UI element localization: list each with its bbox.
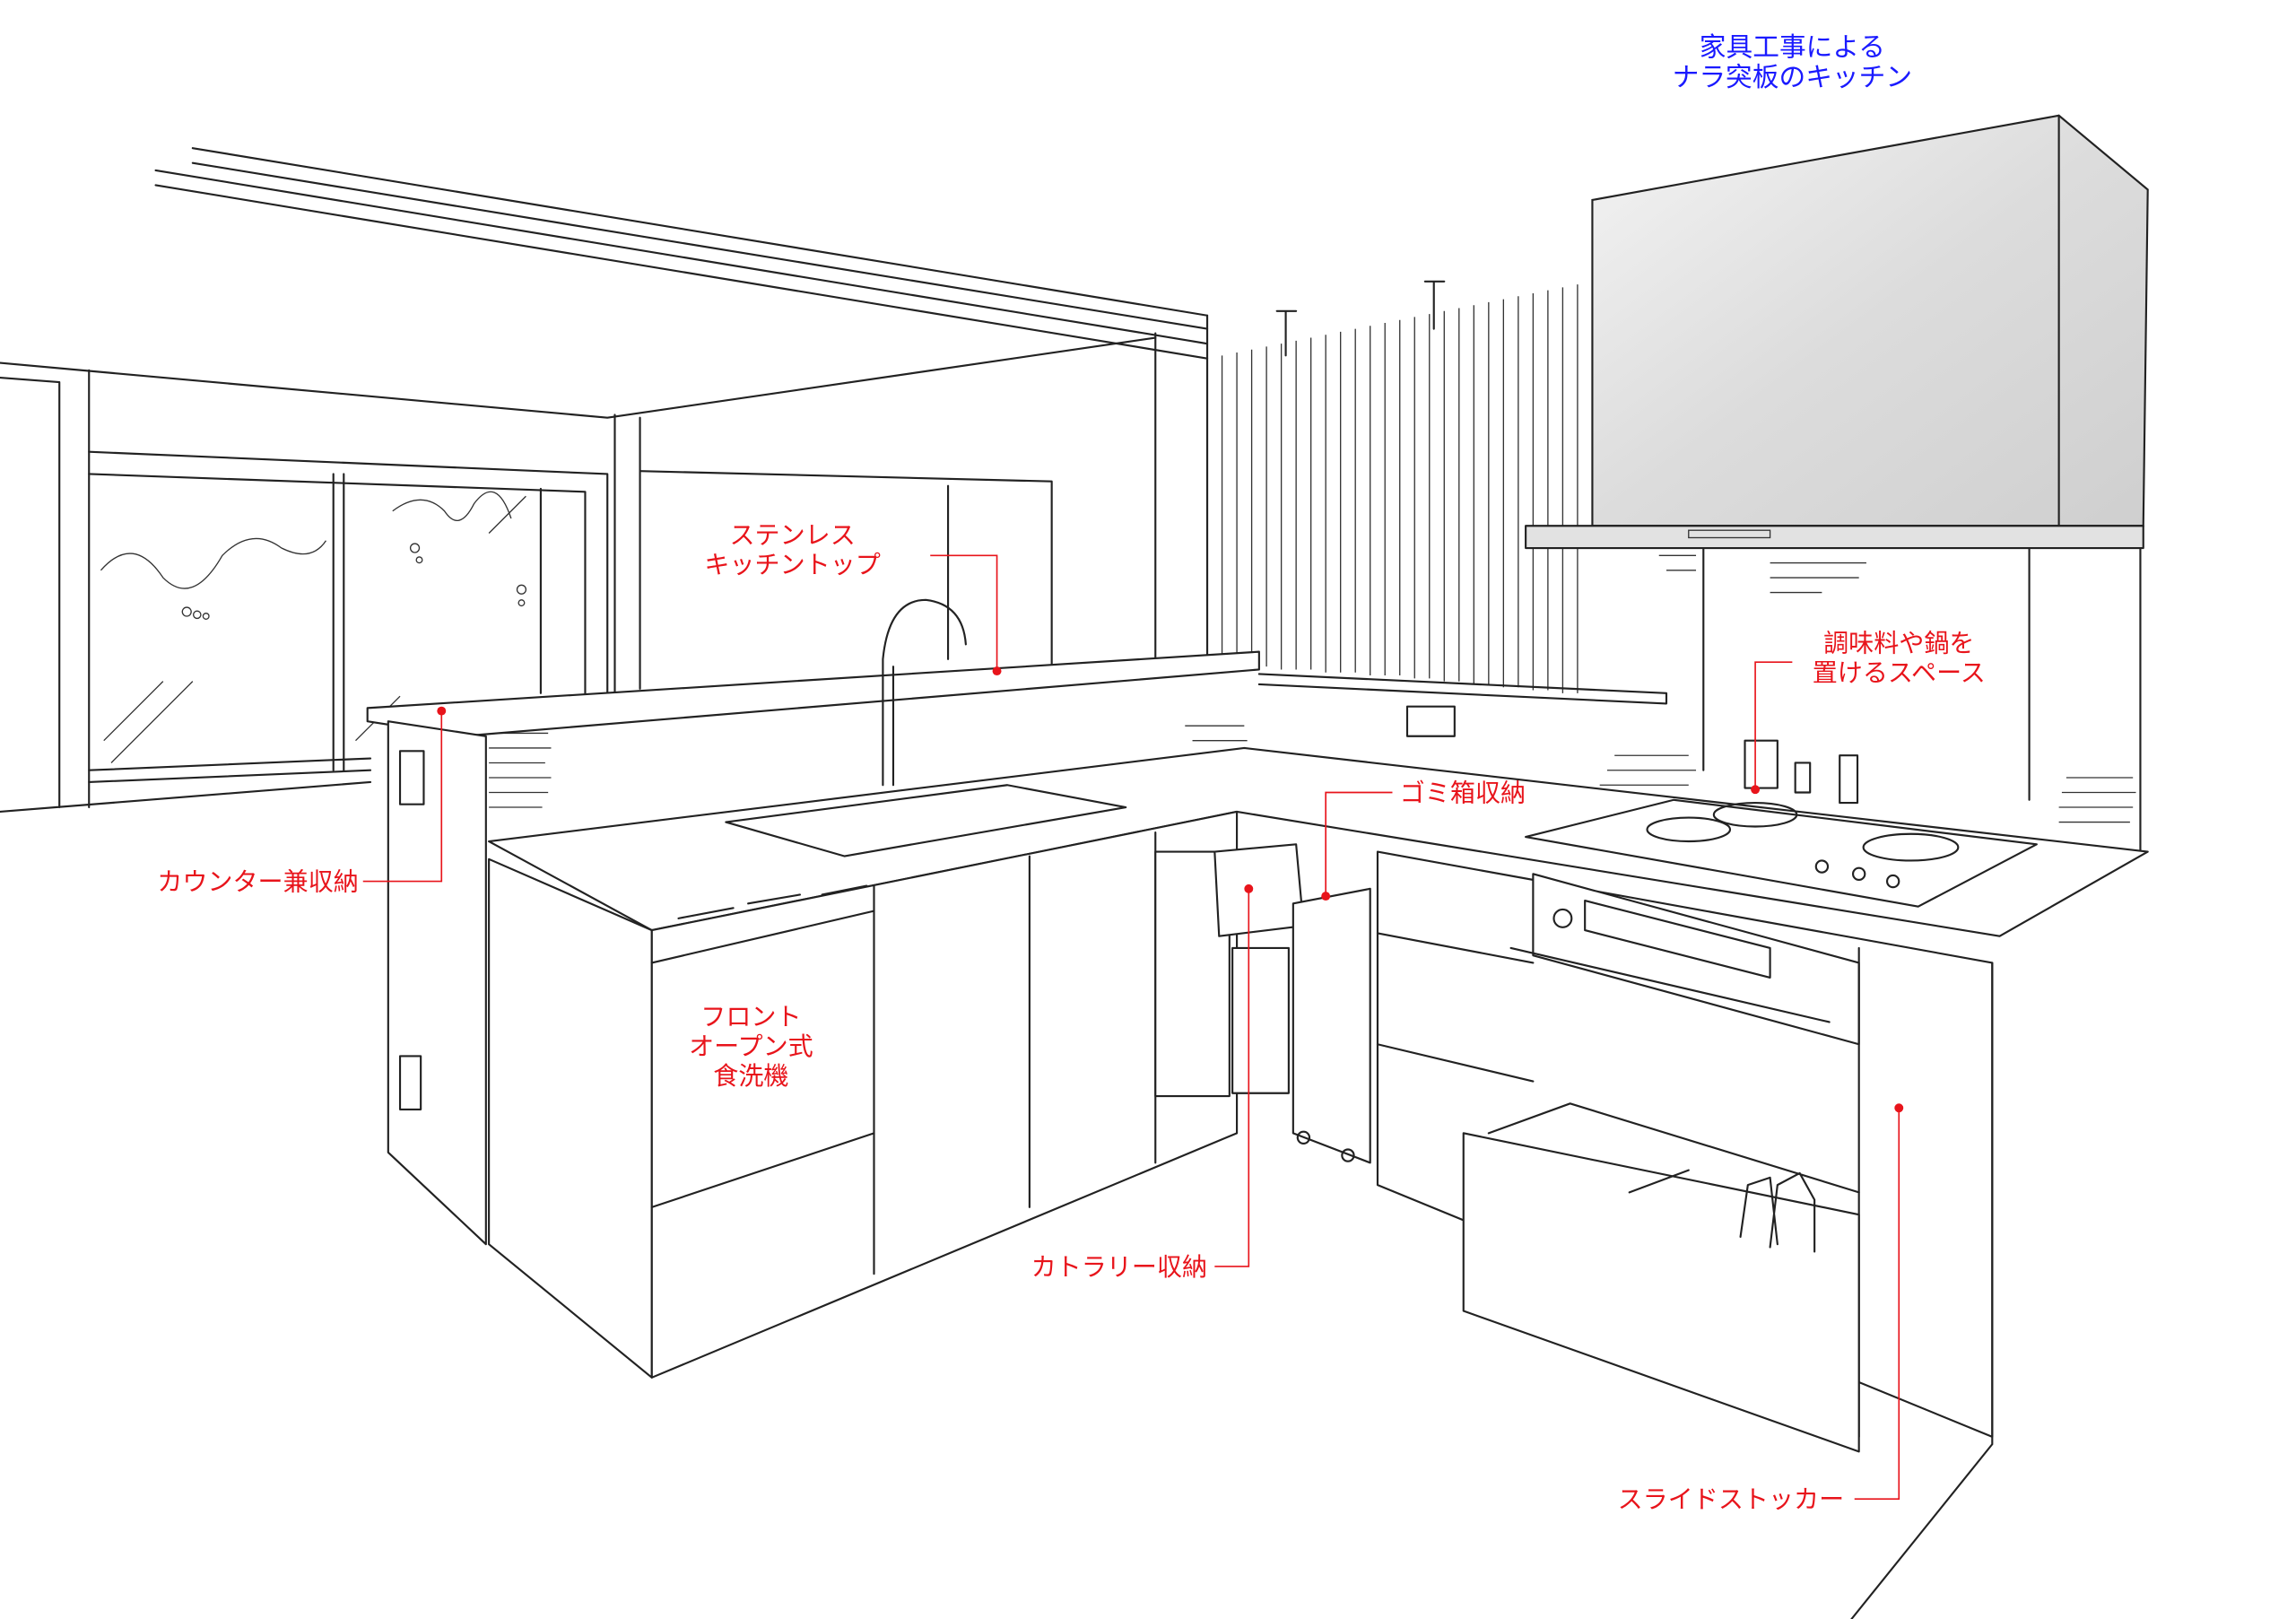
cutlery-trash-area [1154,843,1371,1164]
label-slide-stocker: スライドストッカー [1618,1484,1845,1514]
label-cutlery: カトラリー収納 [1031,1252,1207,1282]
window-wall [0,336,1157,814]
ceiling-beams [154,147,1209,668]
wall-outlet [1405,705,1456,737]
annotation-leaders [362,554,1904,1501]
slat-wall [1221,280,1668,737]
range-hood [1525,114,2149,853]
label-dishwasher-1: フロント [700,1002,801,1031]
label-counter-storage: カウンター兼収納 [157,867,359,897]
label-trash: ゴミ箱収納 [1400,778,1526,807]
canister [1744,739,1779,789]
label-stainless-top-1: ステンレス [729,520,855,550]
peninsula [366,650,1260,1246]
slide-stocker-drawer [1462,1132,1860,1453]
label-dishwasher-2: オープン式 [689,1031,813,1061]
label-seasoning-1: 調味料や鍋を [1823,629,1974,658]
faucet [882,598,967,787]
sink [725,784,1127,857]
cooktop [1525,798,2038,908]
title-line1: 家具工事による [1700,32,1885,64]
outlet-plate [398,1055,422,1110]
title-line2: ナラ突板のキッチン [1673,62,1912,93]
right-counter [1376,739,2038,1619]
label-seasoning-2: 置けるスペース [1813,658,1986,688]
main-counter [488,598,2149,1379]
switch-plate [398,750,425,805]
label-dishwasher-3: 食洗機 [713,1061,788,1091]
label-stainless-top-2: キッチントップ [704,550,880,579]
tile-backsplash [489,554,2136,823]
